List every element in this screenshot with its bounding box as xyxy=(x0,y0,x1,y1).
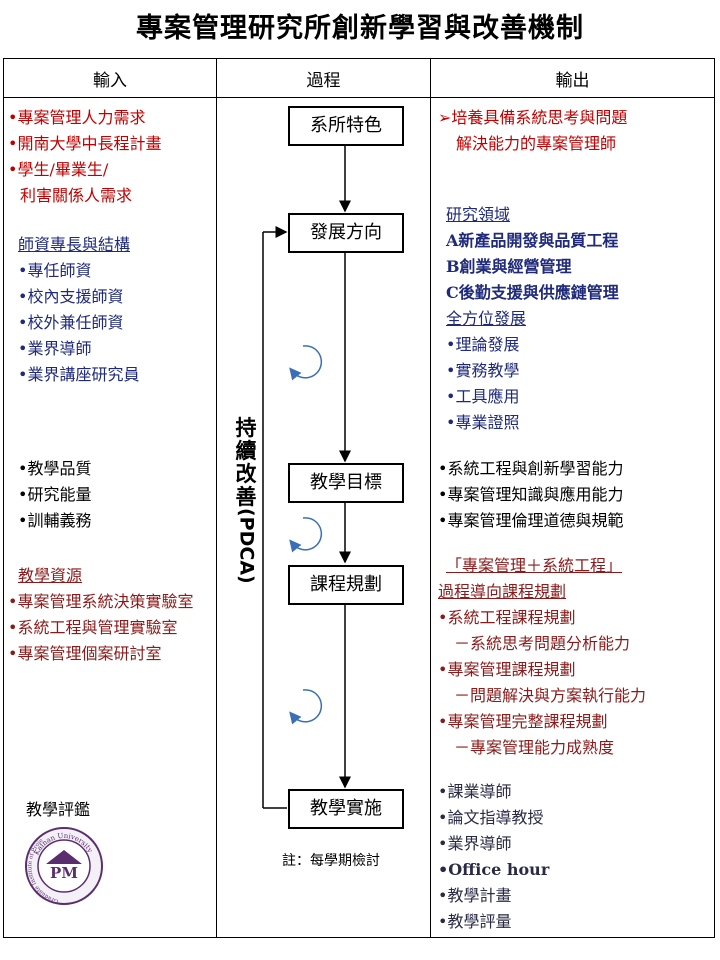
list-item: 理論發展 xyxy=(438,332,619,358)
list-item: 專業證照 xyxy=(438,410,619,436)
list-item: 專案管理系統決策實驗室 xyxy=(8,589,193,615)
header-input: 輸入 xyxy=(93,71,127,91)
list-item: 專案管理知識與應用能力 xyxy=(438,482,623,508)
process-flow-connectors xyxy=(262,142,351,809)
list-item: 課業導師 xyxy=(438,779,549,805)
step-box-1: 系所特色 xyxy=(288,106,404,146)
goal-arrow-icon: ➢ xyxy=(438,108,452,127)
list-item: －專案管理能力成熟度 xyxy=(454,738,615,757)
list-item: 專任師資 xyxy=(8,258,139,284)
holistic-heading: 全方位發展 xyxy=(446,309,527,328)
list-item: 專案管理課程規劃 xyxy=(438,657,646,683)
input-needs: 專案管理人力需求 開南大學中長程計畫 學生/畢業生/ 利害關係人需求 xyxy=(8,105,161,209)
step-box-2: 發展方向 xyxy=(288,213,404,253)
goal-line: ➢培養具備系統思考與問題 xyxy=(438,108,628,127)
list-item: 工具應用 xyxy=(438,384,619,410)
logo-pm-text: PM xyxy=(50,864,78,882)
faculty-section: 師資專長與結構 專任師資 校內支援師資 校外兼任師資 業界導師 業界講座研究員 xyxy=(8,232,139,388)
list-item: 專案管理完整課程規劃 xyxy=(438,709,646,735)
list-item: 專案管理個案研討室 xyxy=(8,641,193,667)
pdca-label-char: 續 xyxy=(235,438,257,463)
list-item: 系統工程課程規劃 xyxy=(438,605,646,631)
list-item: C後勤支援與供應鏈管理 xyxy=(446,283,619,302)
header-process: 過程 xyxy=(306,71,341,91)
list-item: 訓輔義務 xyxy=(8,508,91,534)
list-item: 業界導師 xyxy=(8,336,139,362)
header-divider xyxy=(3,97,715,98)
list-item: 系統工程與管理實驗室 xyxy=(8,615,193,641)
list-item: 教學計畫 xyxy=(438,883,549,909)
goal-line: 解決能力的專案管理師 xyxy=(456,134,617,153)
pdca-label-rotated: (PDCA) xyxy=(235,508,258,584)
pdca-label-char: 善 xyxy=(235,484,257,509)
pdca-label-char: 持 xyxy=(235,415,257,440)
list-item: 業界導師 xyxy=(438,831,549,857)
list-item: 專案管理人力需求 xyxy=(8,105,161,131)
list-item: 論文指導教授 xyxy=(438,805,549,831)
curriculum-heading-1: 「專案管理＋系統工程」 xyxy=(446,556,623,575)
curriculum-heading-2: 過程導向課程規劃 xyxy=(438,582,567,601)
page-title: 專案管理研究所創新學習與改善機制 xyxy=(136,13,584,44)
list-item: 研究能量 xyxy=(8,482,91,508)
list-item: 校內支援師資 xyxy=(8,284,139,310)
pdca-label-char: 改 xyxy=(235,461,257,486)
abilities-section: 系統工程與創新學習能力 專案管理知識與應用能力 專案管理倫理道德與規範 xyxy=(438,456,623,534)
faculty-heading: 師資專長與結構 xyxy=(18,235,131,254)
header-output: 輸出 xyxy=(555,71,590,91)
resources-section: 教學資源 專案管理系統決策實驗室 系統工程與管理實驗室 專案管理個案研討室 xyxy=(8,563,193,667)
evaluation-label: 教學評鑑 xyxy=(26,800,91,819)
review-note: 註：每學期檢討 xyxy=(282,853,380,869)
resources-heading: 教學資源 xyxy=(18,566,83,585)
table-frame xyxy=(3,58,715,938)
list-item: 專案管理倫理道德與規範 xyxy=(438,508,623,534)
list-item: 校外兼任師資 xyxy=(8,310,139,336)
list-item: 系統工程與創新學習能力 xyxy=(438,456,623,482)
curriculum-section: 「專案管理＋系統工程」 過程導向課程規劃 系統工程課程規劃 －系統思考問題分析能… xyxy=(438,553,646,761)
list-item: A新產品開發與品質工程 xyxy=(446,231,619,250)
list-item: 業界講座研究員 xyxy=(8,362,139,388)
list-item: Office hour xyxy=(438,857,549,883)
institute-logo: Kainan University Graduate Institute of … xyxy=(21,822,104,906)
list-item: 開南大學中長程計畫 xyxy=(8,131,161,157)
list-item: 學生/畢業生/ xyxy=(8,157,161,183)
research-section: 研究領域 A新產品開發與品質工程 B創業與經營管理 C後勤支援與供應鏈管理 全方… xyxy=(438,202,619,436)
column-divider-1 xyxy=(216,58,217,938)
output-goal: ➢培養具備系統思考與問題 解決能力的專案管理師 xyxy=(438,105,627,157)
list-item: －問題解決與方案執行能力 xyxy=(454,686,647,705)
list-item: 教學評量 xyxy=(438,909,549,935)
pdca-loop-label: 持 續 改 善 (PDCA) xyxy=(231,416,261,584)
step-box-3: 教學目標 xyxy=(288,463,404,503)
step-box-5: 教學實施 xyxy=(288,789,404,829)
list-item: 實務教學 xyxy=(438,358,619,384)
list-item: 利害關係人需求 xyxy=(20,186,133,205)
research-heading: 研究領域 xyxy=(446,205,511,224)
column-divider-2 xyxy=(430,58,431,938)
list-item: 教學品質 xyxy=(8,456,91,482)
implementation-section: 課業導師 論文指導教授 業界導師 Office hour 教學計畫 教學評量 xyxy=(438,779,549,935)
quality-section: 教學品質 研究能量 訓輔義務 xyxy=(8,456,91,534)
list-item: B創業與經營管理 xyxy=(446,257,572,276)
step-box-4: 課程規劃 xyxy=(288,565,404,605)
list-item: －系統思考問題分析能力 xyxy=(454,634,631,653)
